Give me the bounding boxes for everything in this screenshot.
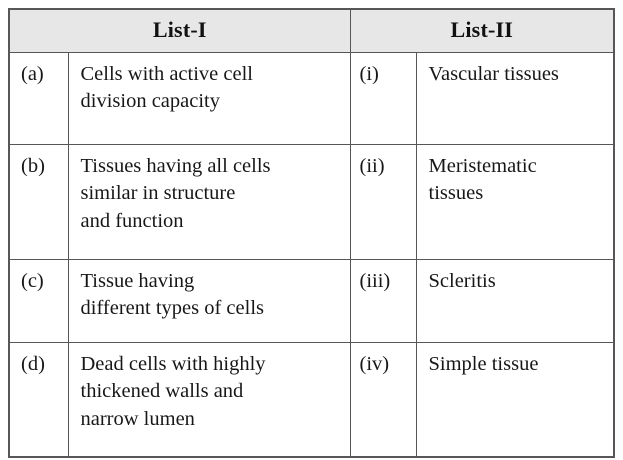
table-row: (b) Tissues having all cells similar in … <box>8 144 615 260</box>
row-text-right-iii: Scleritis <box>415 259 615 343</box>
text-line: thickened walls and <box>80 380 244 403</box>
row-label-left-c: (c) <box>8 259 69 343</box>
text-line: similar in structure <box>80 182 236 205</box>
column-header-list-ii: List-II <box>349 9 615 53</box>
row-label-left-d: (d) <box>8 342 69 457</box>
match-the-following-table: List-I List-II (a) Cells with active cel… <box>8 8 616 458</box>
table-body: (a) Cells with active cell division capa… <box>8 52 615 457</box>
text-line: tissues <box>428 182 484 205</box>
table-row: (d) Dead cells with highly thickened wal… <box>8 342 615 457</box>
text-line: narrow lumen <box>80 407 195 430</box>
text-line: Vascular tissues <box>428 63 559 85</box>
row-text-left-d: Dead cells with highly thickened walls a… <box>67 342 351 457</box>
column-header-list-i: List-I <box>8 9 351 53</box>
row-text-left-b: Tissues having all cells similar in stru… <box>67 144 351 260</box>
text-line: Meristematic <box>428 155 537 177</box>
row-label-left-b: (b) <box>8 144 69 260</box>
row-text-right-ii: Meristematic tissues <box>415 144 615 260</box>
row-label-right-iii: (iii) <box>349 259 417 343</box>
text-line: Tissues having all cells <box>80 155 271 177</box>
table-row: (a) Cells with active cell division capa… <box>8 52 615 145</box>
text-line: division capacity <box>80 90 220 113</box>
row-label-left-a: (a) <box>8 52 69 145</box>
row-text-right-i: Vascular tissues <box>415 52 615 145</box>
match-the-following-table-container: List-I List-II (a) Cells with active cel… <box>8 8 616 458</box>
row-label-right-ii: (ii) <box>349 144 417 260</box>
text-line: Scleritis <box>428 270 496 292</box>
row-text-left-c: Tissue having different types of cells <box>67 259 351 343</box>
row-text-left-a: Cells with active cell division capacity <box>67 52 351 145</box>
table-row: (c) Tissue having different types of cel… <box>8 259 615 343</box>
text-line: different types of cells <box>80 297 265 320</box>
header-row: List-I List-II <box>8 9 615 53</box>
row-label-right-i: (i) <box>349 52 417 145</box>
text-line: Dead cells with highly <box>80 353 266 375</box>
row-text-right-iv: Simple tissue <box>415 342 615 457</box>
table-header: List-I List-II <box>8 9 615 53</box>
text-line: Cells with active cell <box>80 63 254 85</box>
text-line: Simple tissue <box>428 353 539 375</box>
row-label-right-iv: (iv) <box>349 342 417 457</box>
text-line: and function <box>80 209 184 232</box>
text-line: Tissue having <box>80 270 195 292</box>
